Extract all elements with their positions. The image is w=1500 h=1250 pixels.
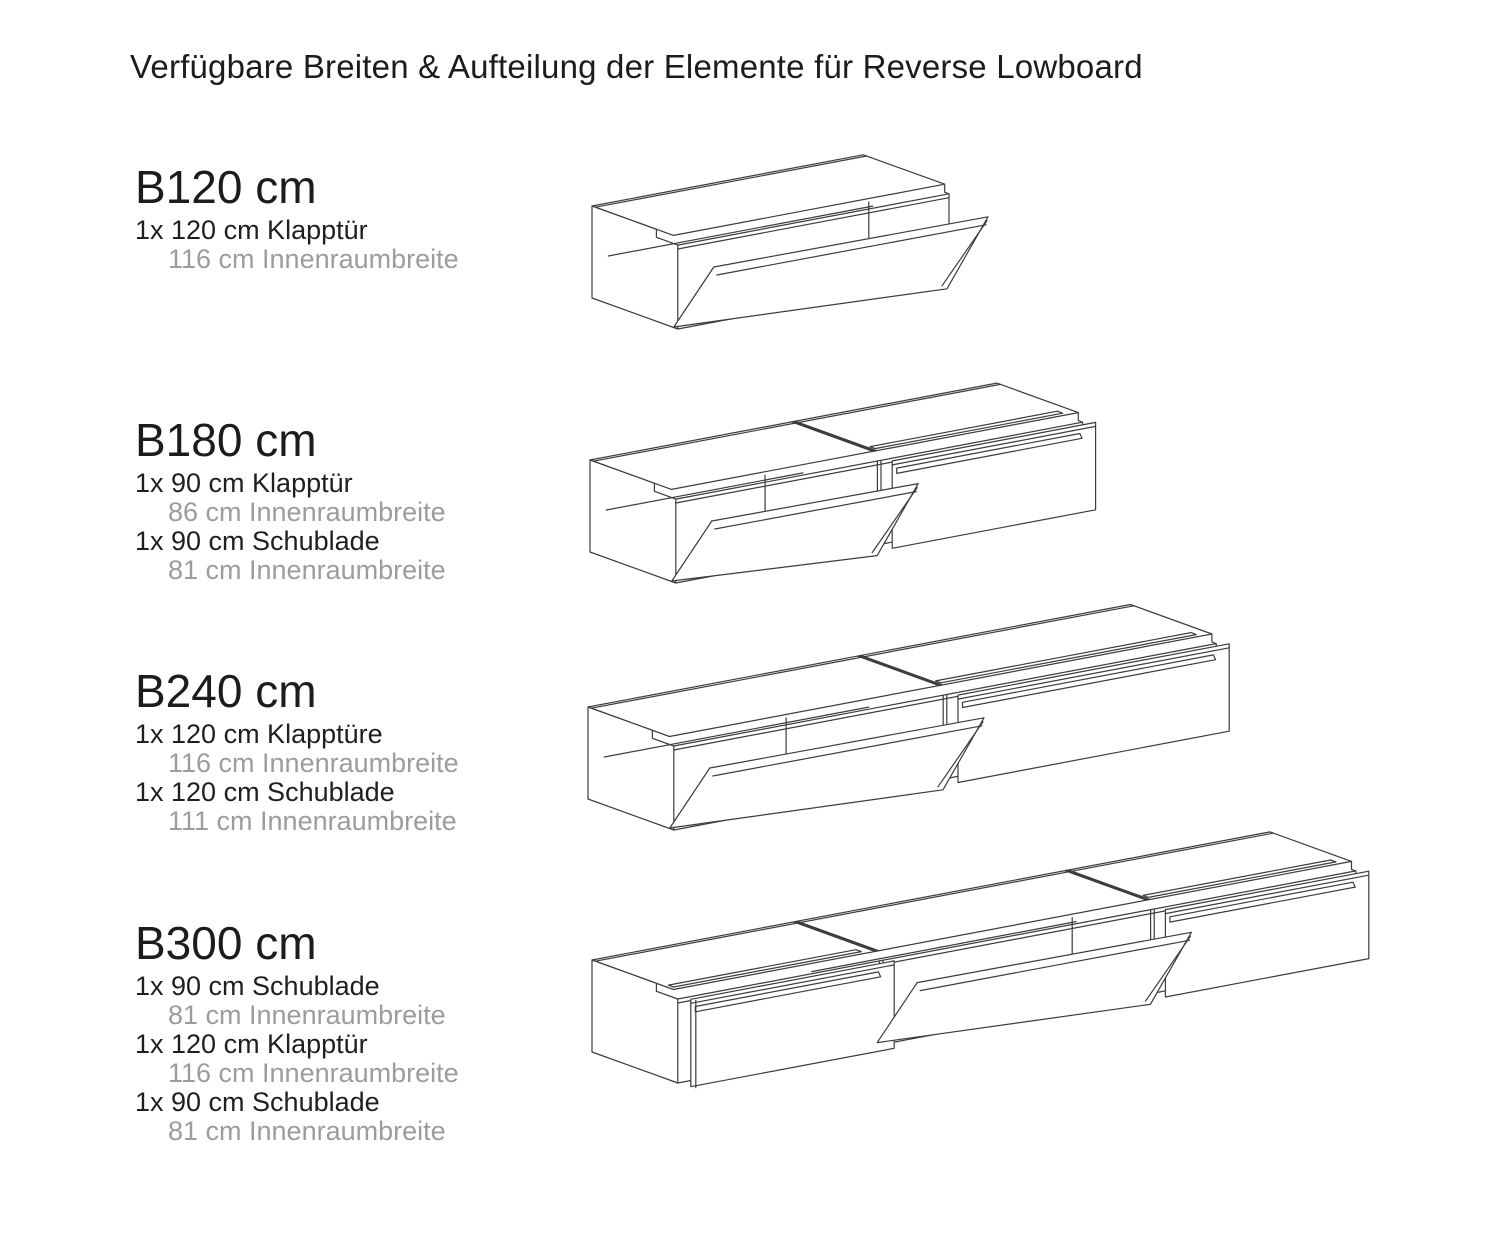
spec-list-b180: 1x 90 cm Klapptür 86 cm Innenraumbreite … (135, 469, 446, 585)
section-heading-b120: B120 cm (135, 161, 317, 213)
spec-list-b240: 1x 120 cm Klapptüre 116 cm Innenraumbrei… (135, 720, 459, 836)
section-heading-b300: B300 cm (135, 917, 317, 969)
spec-line: 1x 120 cm Schublade (135, 777, 395, 807)
spec-list-b120: 1x 120 cm Klapptür 116 cm Innenraumbreit… (135, 216, 459, 274)
spec-line-inner-width: 86 cm Innenraumbreite (168, 497, 446, 527)
page-title: Verfügbare Breiten & Aufteilung der Elem… (130, 48, 1143, 85)
spec-line: 1x 120 cm Klapptür (135, 1029, 368, 1059)
drawing-b180-lowboard-flap-and-drawer (589, 382, 1097, 584)
section-b240: B240 cm 1x 120 cm Klapptüre 116 cm Innen… (135, 664, 459, 836)
spec-line: 1x 120 cm Klapptüre (135, 719, 383, 749)
spec-line-inner-width: 111 cm Innenraumbreite (168, 806, 457, 836)
section-heading-b240: B240 cm (135, 665, 317, 717)
spec-line-inner-width: 81 cm Innenraumbreite (168, 1116, 446, 1146)
spec-line: 1x 90 cm Schublade (135, 971, 380, 1001)
drawing-b120-lowboard-open-flap (591, 154, 989, 330)
spec-line: 1x 120 cm Klapptür (135, 215, 368, 245)
section-b120: B120 cm 1x 120 cm Klapptür 116 cm Innenr… (135, 160, 459, 274)
spec-line-inner-width: 81 cm Innenraumbreite (168, 1000, 446, 1030)
spec-line: 1x 90 cm Schublade (135, 526, 380, 556)
spec-line-inner-width: 81 cm Innenraumbreite (168, 555, 446, 585)
spec-line-inner-width: 116 cm Innenraumbreite (168, 748, 459, 778)
spec-list-b300: 1x 90 cm Schublade 81 cm Innenraumbreite… (135, 972, 459, 1146)
section-heading-b180: B180 cm (135, 414, 317, 466)
spec-line: 1x 90 cm Schublade (135, 1087, 380, 1117)
drawing-b240-lowboard-flap-and-drawer (587, 603, 1230, 831)
section-b300: B300 cm 1x 90 cm Schublade 81 cm Innenra… (135, 916, 459, 1146)
spec-line-inner-width: 116 cm Innenraumbreite (168, 244, 459, 274)
spec-line-inner-width: 116 cm Innenraumbreite (168, 1058, 459, 1088)
spec-line: 1x 90 cm Klapptür (135, 468, 353, 498)
drawing-b300-lowboard-drawer-flap-drawer (591, 831, 1370, 1089)
section-b180: B180 cm 1x 90 cm Klapptür 86 cm Innenrau… (135, 413, 446, 585)
